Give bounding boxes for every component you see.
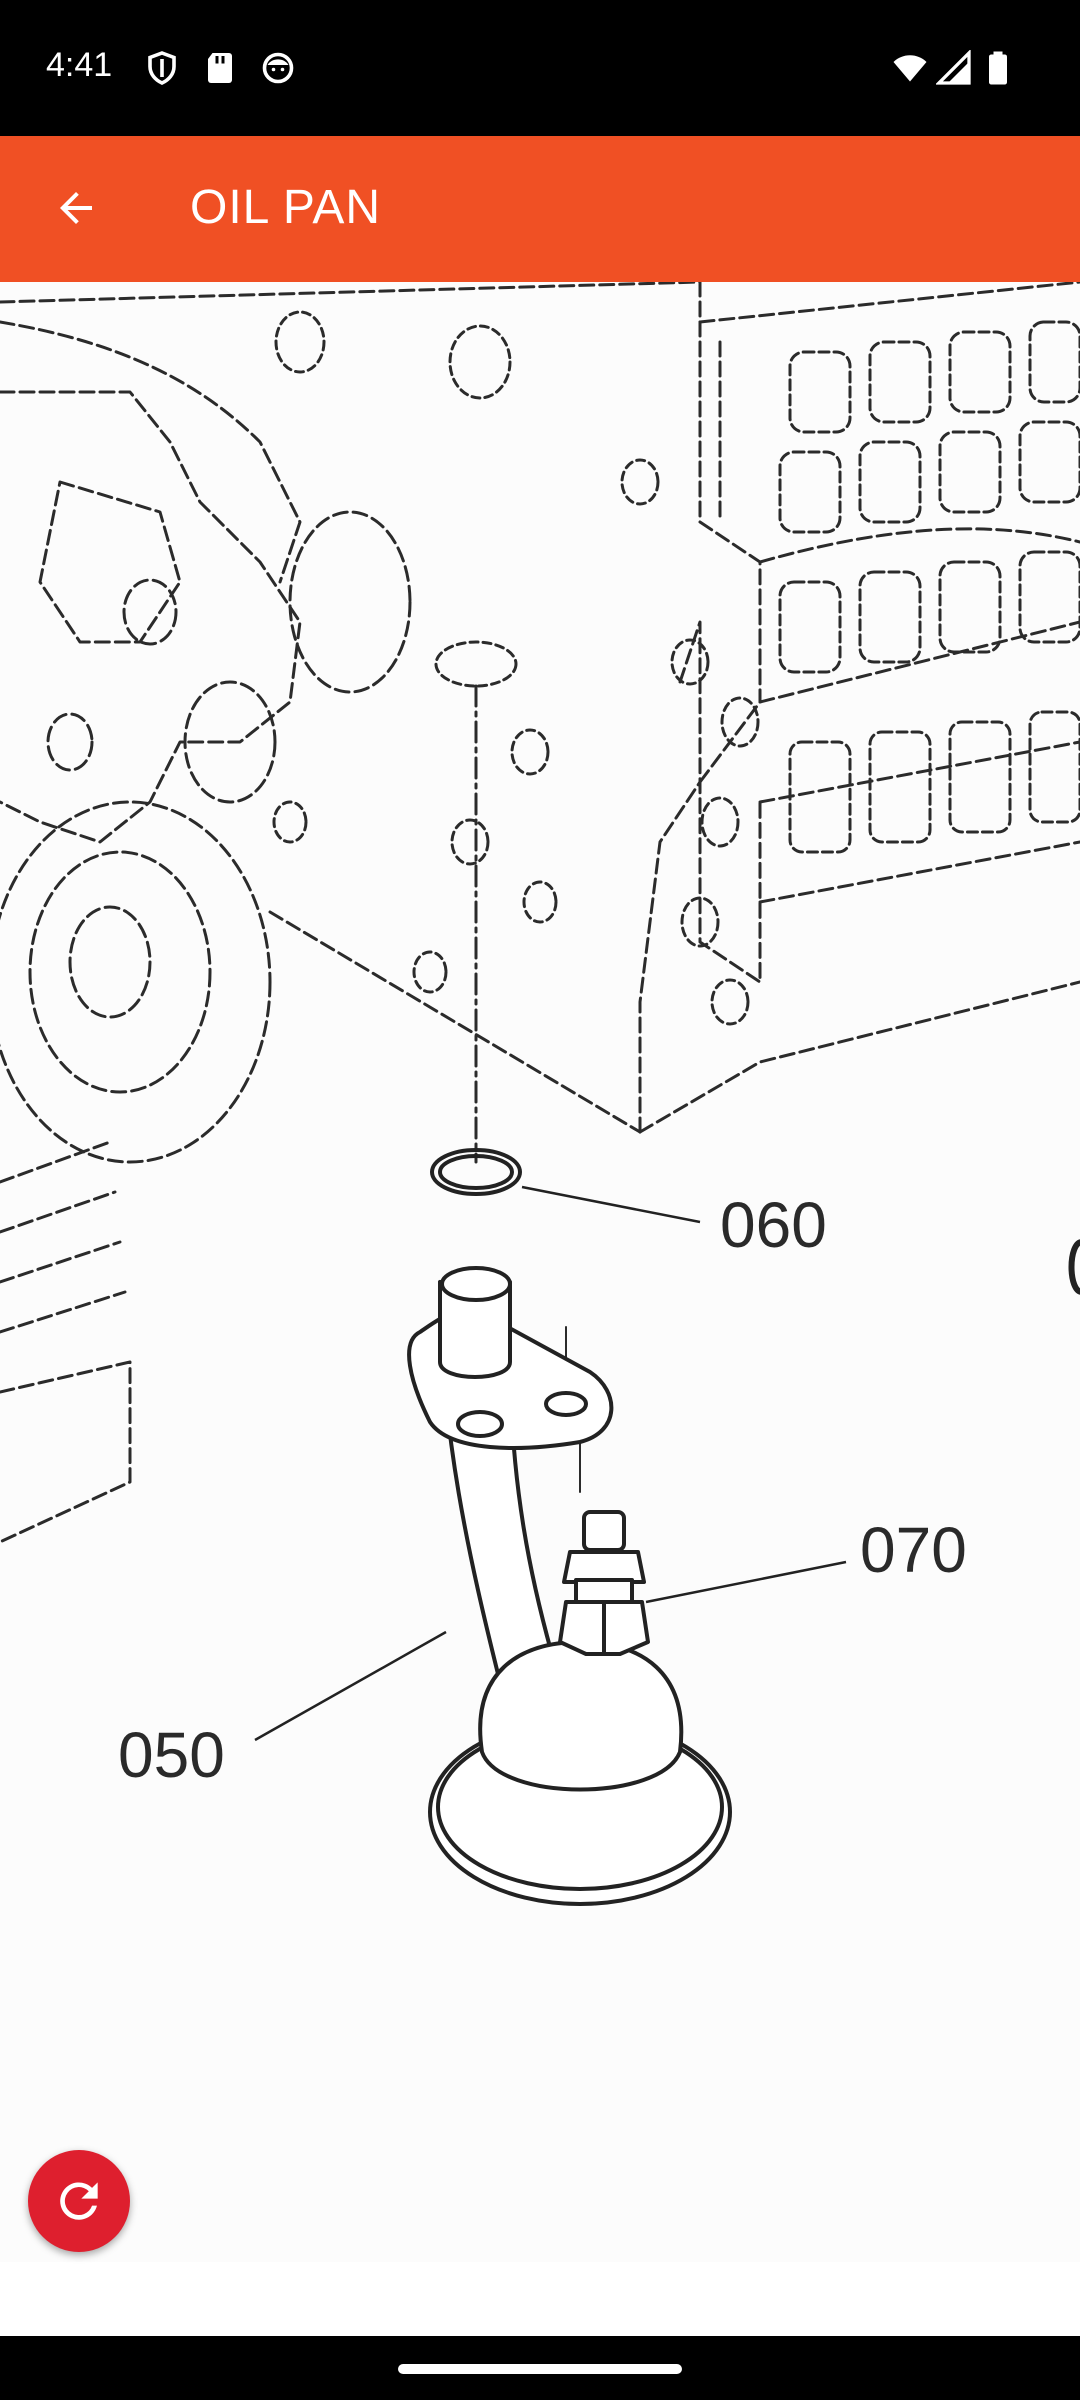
battery-icon <box>989 51 1007 85</box>
back-button[interactable] <box>28 160 124 256</box>
refresh-button[interactable] <box>28 2150 130 2252</box>
navigation-bar <box>0 2336 1080 2400</box>
diagram-viewer[interactable]: 060 050 070 <box>0 282 1080 2262</box>
wifi-icon <box>893 55 927 82</box>
page-title: OIL PAN <box>190 181 382 234</box>
signal-icon <box>936 50 971 85</box>
shield-icon <box>148 51 176 85</box>
status-time: 4:41 <box>46 46 113 84</box>
app-bar: OIL PAN <box>0 136 1080 282</box>
callout-050: 050 <box>118 1719 225 1791</box>
oil-pan-diagram: 060 050 070 <box>0 282 1080 1906</box>
refresh-icon <box>60 2182 98 2220</box>
callout-070: 070 <box>860 1514 967 1586</box>
status-bar: 4:41 <box>0 0 1080 136</box>
face-icon <box>262 52 294 84</box>
home-handle[interactable] <box>398 2364 682 2374</box>
sd-card-icon <box>208 53 232 83</box>
arrow-back-icon <box>60 192 92 224</box>
callout-060: 060 <box>720 1189 827 1261</box>
